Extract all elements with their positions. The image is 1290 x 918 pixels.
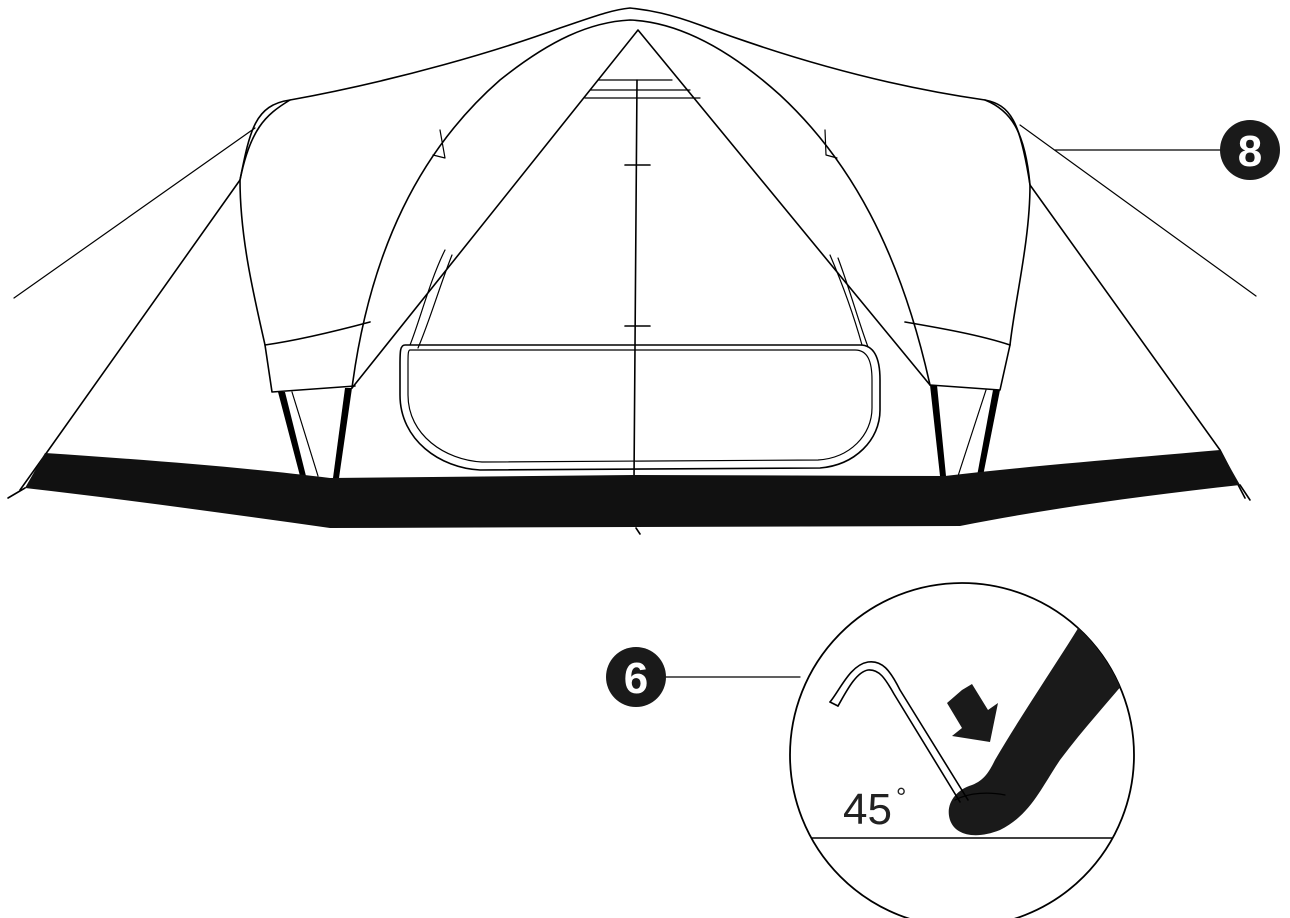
guy-line-left xyxy=(13,127,256,299)
fly-right-panel xyxy=(904,99,1031,346)
angle-value: 45 xyxy=(843,785,892,834)
center-zipper xyxy=(633,79,638,481)
callout-6-label: 6 xyxy=(624,654,648,703)
pole-leg-right-1 xyxy=(930,385,946,476)
rain-fly xyxy=(19,7,1246,499)
callout-8-badge xyxy=(1220,120,1280,180)
ground-skirt xyxy=(25,450,1240,528)
door-frame xyxy=(351,29,931,389)
push-arrow xyxy=(947,684,998,742)
tent-stake xyxy=(829,661,969,801)
fly-right-bottom xyxy=(929,344,1011,391)
stake-detail: 45 ° xyxy=(789,582,1135,918)
pole-leg-left-2 xyxy=(333,388,352,478)
callout-6-badge xyxy=(606,647,666,707)
inner-door xyxy=(399,344,881,471)
inner-door-inset xyxy=(407,349,873,463)
guy-line-right xyxy=(1019,124,1257,297)
door-hood xyxy=(351,19,931,389)
pole-leg-left-1 xyxy=(278,392,306,476)
angle-unit: ° xyxy=(896,782,906,812)
fly-left-bottom xyxy=(264,344,356,393)
pole-leg-right-2 xyxy=(977,390,1000,476)
tent-illustration xyxy=(7,7,1257,535)
callout-8: 8 xyxy=(1054,120,1280,180)
callout-6: 6 xyxy=(606,647,801,707)
fly-left-panel xyxy=(239,99,371,346)
callout-8-label: 8 xyxy=(1238,127,1262,176)
detail-circle xyxy=(789,582,1135,918)
